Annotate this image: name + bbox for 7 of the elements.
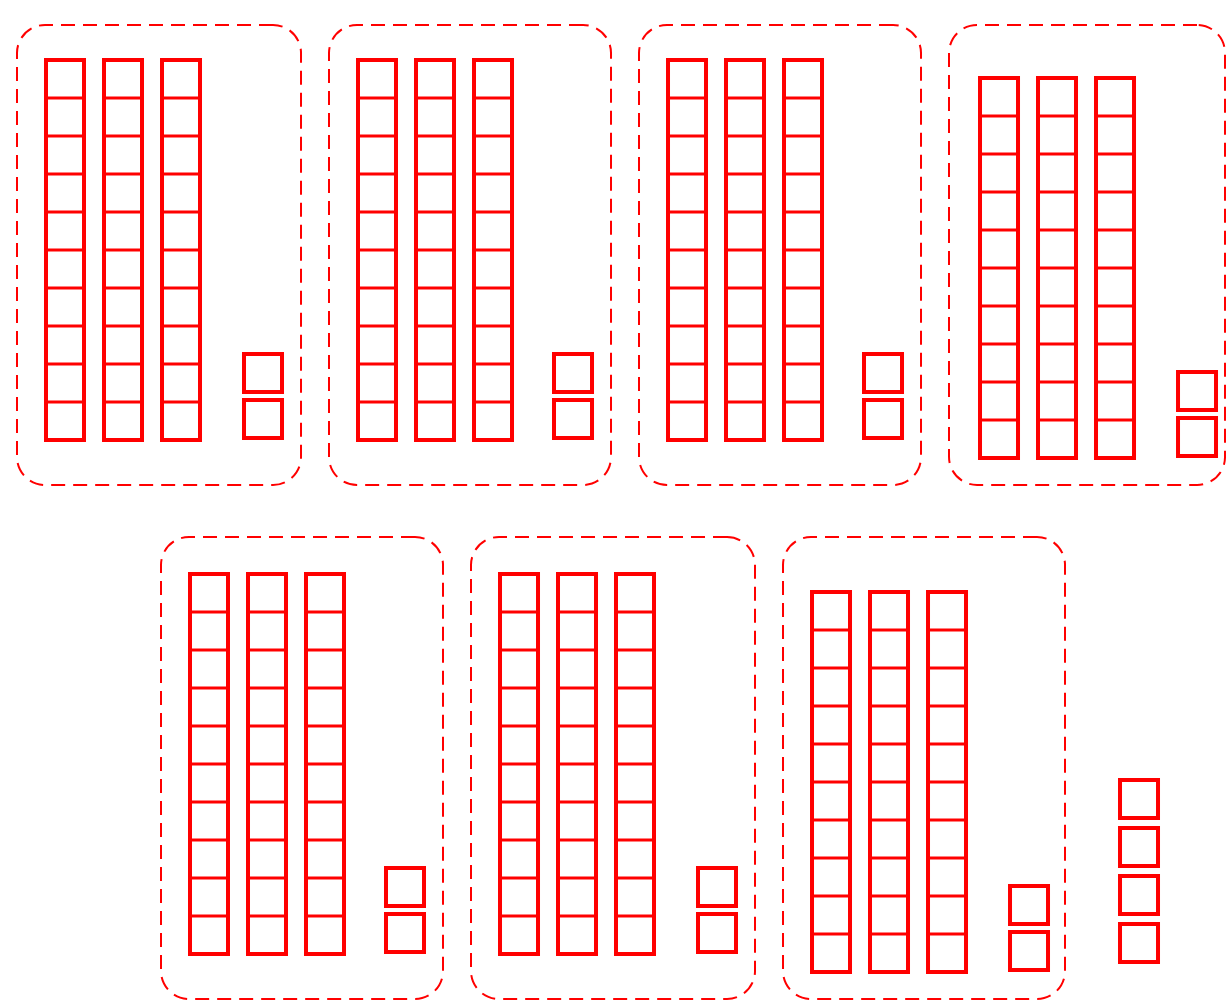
group-box <box>782 536 1066 1000</box>
group-box <box>328 24 612 486</box>
group-box <box>638 24 922 486</box>
group-box <box>948 24 1226 486</box>
group-box <box>160 536 444 1000</box>
group-box <box>16 24 302 486</box>
group-box <box>470 536 756 1000</box>
